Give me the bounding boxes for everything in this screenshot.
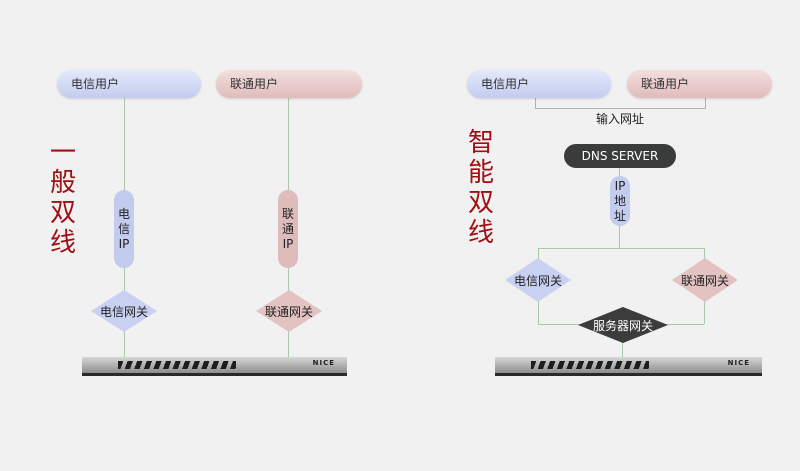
left-unicom-ip-char-3: IP <box>282 236 294 251</box>
right-dns-server-label: DNS SERVER <box>581 149 659 163</box>
right-telecom-user-node: 电信用户 <box>467 70 611 98</box>
right-dns-server-node: DNS SERVER <box>564 144 676 168</box>
left-telecom-gateway-label: 电信网关 <box>99 304 148 319</box>
right-ip-char-2: 地 <box>613 193 626 208</box>
left-section-title: 一 般 双 线 <box>48 138 78 258</box>
right-section-title: 智 能 双 线 <box>466 128 496 248</box>
right-unicom-gateway-node: 联通网关 <box>672 258 738 302</box>
left-unicom-user-node: 联通用户 <box>216 70 362 98</box>
right-telecom-user-drop <box>535 98 536 108</box>
left-unicom-ip-char-1: 联 <box>281 206 294 221</box>
left-title-char-1: 一 <box>49 138 76 168</box>
right-unicom-user-label: 联通用户 <box>641 77 690 91</box>
right-title-char-4: 线 <box>467 218 494 248</box>
left-telecom-ip-char-3: IP <box>118 236 130 251</box>
left-telecom-gateway-node: 电信网关 <box>91 290 157 332</box>
left-unicom-user-label: 联通用户 <box>230 77 279 91</box>
left-network-switch: NICE <box>82 357 347 376</box>
left-telecom-user-node: 电信用户 <box>57 70 201 98</box>
right-server-drop <box>622 338 623 358</box>
right-title-char-3: 双 <box>467 188 494 218</box>
left-unicom-ip-node: 联 通 IP <box>278 190 298 268</box>
right-network-switch: NICE <box>495 357 762 376</box>
right-title-char-2: 能 <box>467 158 494 188</box>
right-telecom-gateway-node: 电信网关 <box>505 258 571 302</box>
left-telecom-ip-char-2: 信 <box>117 221 130 236</box>
right-dns-to-ip-line <box>619 168 620 178</box>
left-unicom-ip-char-2: 通 <box>281 221 294 236</box>
left-title-char-3: 双 <box>49 198 76 228</box>
left-telecom-ip-node: 电 信 IP <box>114 190 134 268</box>
left-title-char-4: 线 <box>49 228 76 258</box>
right-ip-drop-line <box>619 224 620 248</box>
right-split-line <box>538 248 704 249</box>
left-unicom-gateway-label: 联通网关 <box>264 304 313 319</box>
right-users-join-line <box>535 108 706 109</box>
left-title-char-2: 般 <box>49 168 76 198</box>
left-switch-brand: NICE <box>312 359 335 367</box>
right-server-gateway-node: 服务器网关 <box>578 307 668 343</box>
right-switch-brand: NICE <box>727 359 750 367</box>
right-ip-char-3: 址 <box>613 208 626 223</box>
right-unicom-user-drop <box>705 98 706 108</box>
left-switch-ports <box>118 361 236 369</box>
right-telecom-user-label: 电信用户 <box>481 77 530 91</box>
right-ip-char-1: IP <box>614 178 626 193</box>
right-input-url-label: 输入网址 <box>596 112 645 126</box>
left-unicom-gateway-node: 联通网关 <box>256 290 322 332</box>
right-ip-address-node: IP 地 址 <box>610 176 630 226</box>
left-telecom-user-label: 电信用户 <box>71 77 120 91</box>
right-title-char-1: 智 <box>467 128 494 158</box>
left-telecom-ip-char-1: 电 <box>117 206 130 221</box>
right-unicom-user-node: 联通用户 <box>627 70 772 98</box>
right-server-gateway-label: 服务器网关 <box>592 318 653 333</box>
right-telecom-gateway-label: 电信网关 <box>513 273 562 288</box>
right-switch-ports <box>531 361 649 369</box>
right-unicom-gateway-label: 联通网关 <box>680 273 729 288</box>
